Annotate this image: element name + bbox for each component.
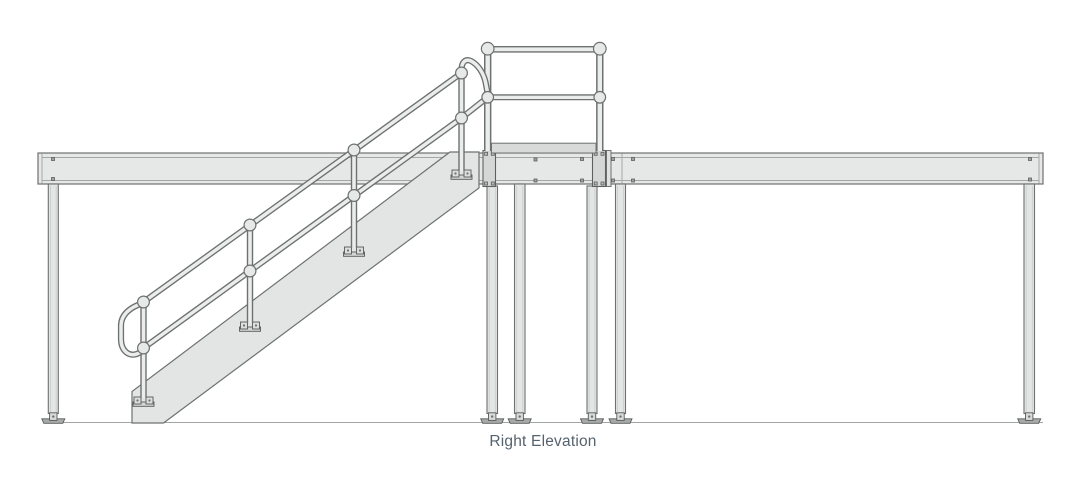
drawing-caption: Right Elevation (489, 433, 597, 450)
kick-plate (491, 142, 597, 154)
stair-post-plates (132, 169, 473, 407)
column (486, 185, 499, 415)
post-plate (450, 169, 473, 180)
post-plate (343, 246, 365, 257)
column (47, 183, 59, 415)
base-plate (608, 412, 633, 424)
handrail-return-loop (117, 300, 147, 358)
column (614, 183, 627, 415)
base-plate (507, 412, 532, 424)
base-plate (1017, 412, 1042, 424)
column (1023, 183, 1036, 415)
beam-bolts (51, 157, 1032, 183)
post-plate (239, 321, 261, 332)
base-plate (579, 412, 605, 424)
deck-beam (37, 152, 1044, 185)
column (513, 183, 526, 415)
stair-handrail (117, 57, 491, 358)
base-plate (480, 412, 505, 424)
stair-stringer (131, 151, 480, 424)
support-columns (47, 183, 1036, 415)
beam-joint (606, 150, 623, 187)
column (586, 185, 598, 415)
ball-fittings (137, 41, 607, 355)
connector-blocks (482, 149, 607, 188)
post-plate (132, 396, 155, 407)
base-plate (41, 412, 66, 424)
column-base-plates (41, 412, 1042, 424)
handrail-top-arc (458, 57, 491, 95)
platform-guardrail (483, 44, 604, 151)
